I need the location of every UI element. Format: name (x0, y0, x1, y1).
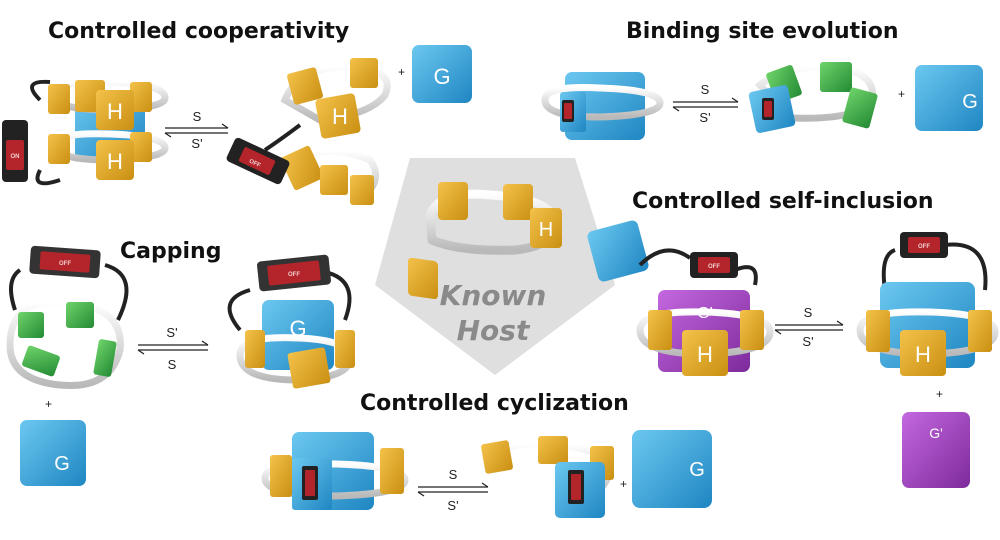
switch-off-label: OFF (708, 264, 720, 270)
capping-bound-complex: OFF G (227, 254, 355, 389)
host-letter: H (332, 104, 348, 129)
arrow-label-top: S (193, 109, 202, 124)
cooperativity-open-host: H OFF (226, 58, 391, 205)
self-inclusion-right-complex: OFF H (856, 232, 999, 376)
center-label-line1: Known (440, 279, 547, 312)
arrow-label-bottom: S (168, 357, 177, 372)
binding-site-green-host (748, 62, 878, 133)
arrow-label-top: S (804, 305, 813, 320)
host-letter: H (107, 99, 123, 124)
host-letter: H (539, 219, 553, 241)
capping-open-host: OFF (6, 245, 129, 390)
capping-equilibrium-arrow: S' S (137, 325, 209, 372)
host-letter: H (697, 342, 713, 367)
arrow-label-bottom: S' (447, 498, 458, 513)
title-binding-site-evolution: Binding site evolution (626, 19, 898, 44)
cyclization-closed-host (261, 432, 409, 510)
arrow-label-bottom: S' (802, 334, 813, 349)
plus-sign: + (398, 65, 405, 79)
plus-sign: + (620, 477, 627, 491)
arrow-label-top: S' (166, 325, 177, 340)
host-letter: H (915, 342, 931, 367)
guest-letter: G (54, 453, 70, 475)
capping-guest-cube: G (20, 420, 86, 486)
cyclization-open-host (481, 436, 614, 518)
guest-letter: G (962, 91, 978, 113)
plus-sign: + (936, 387, 943, 401)
binding-site-guest-cube: G (915, 65, 983, 131)
arrow-label-top: S (701, 82, 710, 97)
switch-on-label: ON (11, 154, 20, 160)
guest-letter: G (433, 64, 450, 89)
cooperativity-equilibrium-arrow: S S' (164, 109, 229, 151)
arrow-label-bottom: S' (699, 110, 710, 125)
known-host-panel: H Known Host (375, 158, 615, 375)
switch-off-label: OFF (248, 159, 262, 170)
cooperativity-guest-cube: G (412, 45, 472, 103)
binding-site-equilibrium-arrow: S S' (672, 82, 739, 125)
host-letter: H (107, 149, 123, 174)
cyclization-guest-cube: G (632, 430, 712, 508)
cyclization-equilibrium-arrow: S S' (417, 467, 489, 513)
section-controlled-self-inclusion: Controlled self-inclusion OFF G' H S S' (587, 189, 999, 488)
center-label-line2: Host (457, 314, 531, 347)
guest-letter: G (689, 459, 705, 481)
plus-sign: + (898, 87, 905, 101)
known-host-molecule: H (408, 182, 562, 300)
section-capping: Capping OFF S' S OFF (6, 239, 355, 486)
section-binding-site-evolution: Binding site evolution S S' + (541, 19, 983, 140)
section-controlled-cooperativity: Controlled cooperativity H H ON S (2, 19, 472, 205)
title-capping: Capping (120, 239, 221, 264)
self-inclusion-equilibrium-arrow: S S' (774, 305, 844, 349)
switch-off-label: OFF (59, 261, 71, 267)
switch-off-label: OFF (918, 244, 930, 250)
switch-off-label: OFF (288, 272, 300, 278)
self-inclusion-purple-guest-cube: G' (902, 412, 970, 488)
title-controlled-self-inclusion: Controlled self-inclusion (632, 189, 934, 214)
guest-prime-letter: G' (929, 425, 943, 441)
binding-site-blue-host (541, 72, 664, 140)
title-controlled-cyclization: Controlled cyclization (360, 391, 629, 416)
arrow-label-bottom: S' (191, 136, 202, 151)
plus-sign: + (45, 397, 52, 411)
self-inclusion-left-complex: OFF G' H (587, 220, 774, 376)
section-controlled-cyclization: Controlled cyclization S S' (261, 391, 712, 518)
cooperativity-bound-complex: H H ON (2, 78, 169, 186)
title-controlled-cooperativity: Controlled cooperativity (48, 19, 349, 44)
arrow-label-top: S (449, 467, 458, 482)
